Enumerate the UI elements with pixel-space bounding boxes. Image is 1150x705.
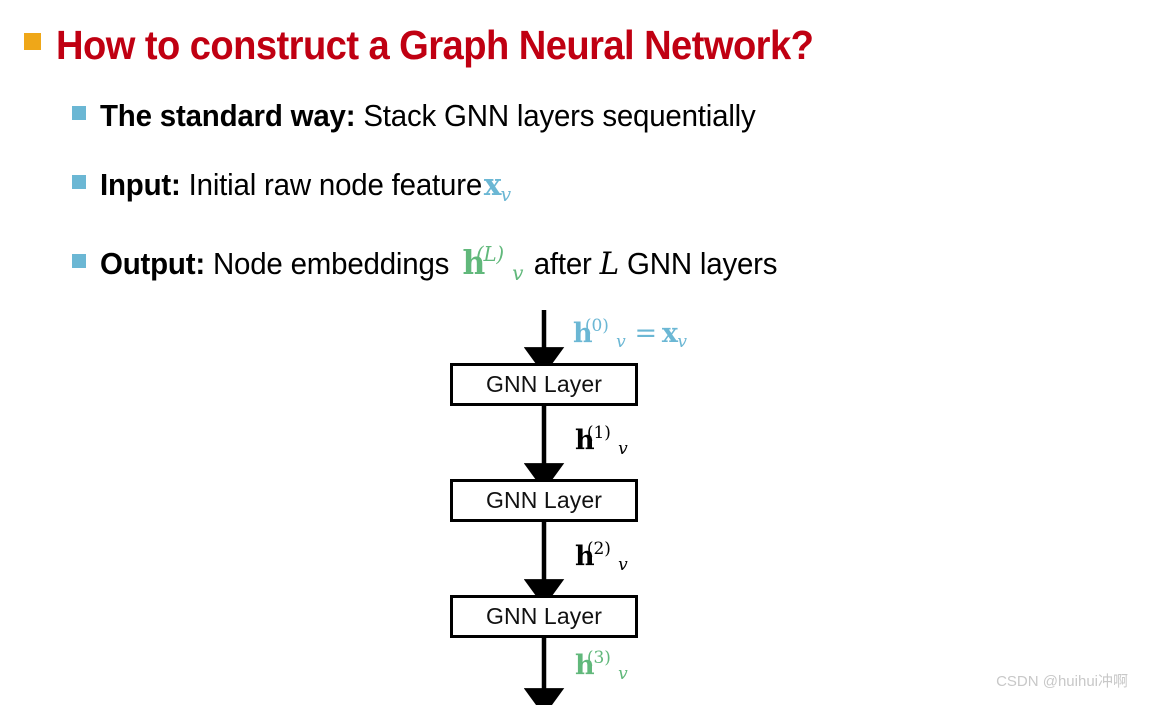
gnn-layer-box-label: GNN Layer (486, 487, 602, 513)
math-output-h-v-L: h(L)v (462, 242, 524, 286)
bullet-square-icon (72, 106, 86, 120)
bullet-input-body: Initial raw node feature (188, 167, 483, 202)
gnn-layer-box-label: GNN Layer (486, 371, 602, 397)
math-input-x-v: xv (483, 167, 512, 206)
slide-title-row: How to construct a Graph Neural Network? (24, 22, 870, 69)
bullet-square-icon (72, 254, 86, 268)
bullet-output-text: Output: Node embeddings h(L)v after L GNN … (100, 242, 778, 286)
bullet-output-after-pre: after (533, 246, 592, 281)
page-title: How to construct a Graph Neural Network? (56, 22, 814, 68)
bullet-square-icon (72, 175, 86, 189)
watermark: CSDN @huihui冲啊 (996, 673, 1128, 690)
bullet-input-text: Input: Initial raw node featurexv (100, 167, 512, 206)
gnn-layer-box[interactable]: GNN Layer (450, 363, 638, 406)
diagram-label-h3: h(3)v (575, 648, 628, 685)
diagram-label-h1: h(1)v (575, 423, 628, 460)
gnn-layer-box[interactable]: GNN Layer (450, 479, 638, 522)
bullet-output-layer-var: L (599, 246, 620, 282)
bullet-input: Input: Initial raw node featurexv (72, 167, 533, 206)
gnn-layer-box[interactable]: GNN Layer (450, 595, 638, 638)
gnn-layer-box-label: GNN Layer (486, 603, 602, 629)
bullet-standard-way-body: Stack GNN layers sequentially (363, 98, 756, 133)
bullet-standard-way-text: The standard way: Stack GNN layers seque… (100, 98, 756, 134)
bullet-input-label: Input: (100, 167, 181, 202)
diagram-label-h0-equals-x: h(0)v=xv (573, 316, 687, 353)
bullet-output: Output: Node embeddings h(L)v after L GNN … (72, 242, 813, 286)
diagram-label-h2: h(2)v (575, 539, 628, 576)
bullet-standard-way: The standard way: Stack GNN layers seque… (72, 98, 790, 134)
bullet-standard-way-label: The standard way: (100, 98, 356, 133)
bullet-square-icon (24, 33, 41, 50)
bullet-output-label: Output: (100, 246, 205, 281)
bullet-output-after-post: GNN layers (627, 246, 778, 281)
bullet-output-body: Node embeddings (212, 246, 450, 281)
